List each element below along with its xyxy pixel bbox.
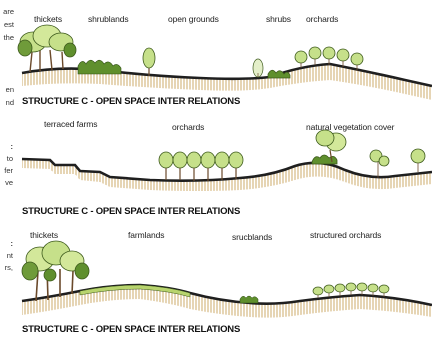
lone-tree: [143, 48, 155, 76]
section-panel-1: thickets shrublands open grounds shrubs …: [0, 0, 432, 110]
section-label: thickets: [30, 230, 58, 240]
orchard-trees: [159, 152, 243, 181]
shrub-group: [253, 59, 290, 78]
section-label: thickets: [34, 14, 62, 24]
section-label: srucblands: [232, 232, 272, 242]
section-label: shrubs: [266, 14, 291, 24]
section-label: open grounds: [168, 14, 219, 24]
section-label: orchards: [306, 14, 338, 24]
section-label: shrublands: [88, 14, 129, 24]
section-label: orchards: [172, 122, 204, 132]
shrubland: [240, 296, 258, 303]
section-label: structured orchards: [310, 230, 381, 240]
thicket-trees: [18, 25, 76, 72]
terrain-section-3: [0, 225, 432, 339]
section-title: STRUCTURE C - OPEN SPACE INTER RELATIONS: [22, 96, 240, 107]
section-label: natural vegetation cover: [306, 122, 394, 132]
section-title: STRUCTURE C - OPEN SPACE INTER RELATIONS: [22, 324, 240, 335]
section-label: farmlands: [128, 230, 164, 240]
section-label: terraced farms: [44, 119, 97, 129]
section-title: STRUCTURE C - OPEN SPACE INTER RELATIONS: [22, 206, 240, 217]
shrubland: [78, 60, 121, 74]
section-panel-3: thickets farmlands srucblands structured…: [0, 225, 432, 339]
section-panel-2: terraced farms orchards natural vegetati…: [0, 112, 432, 220]
